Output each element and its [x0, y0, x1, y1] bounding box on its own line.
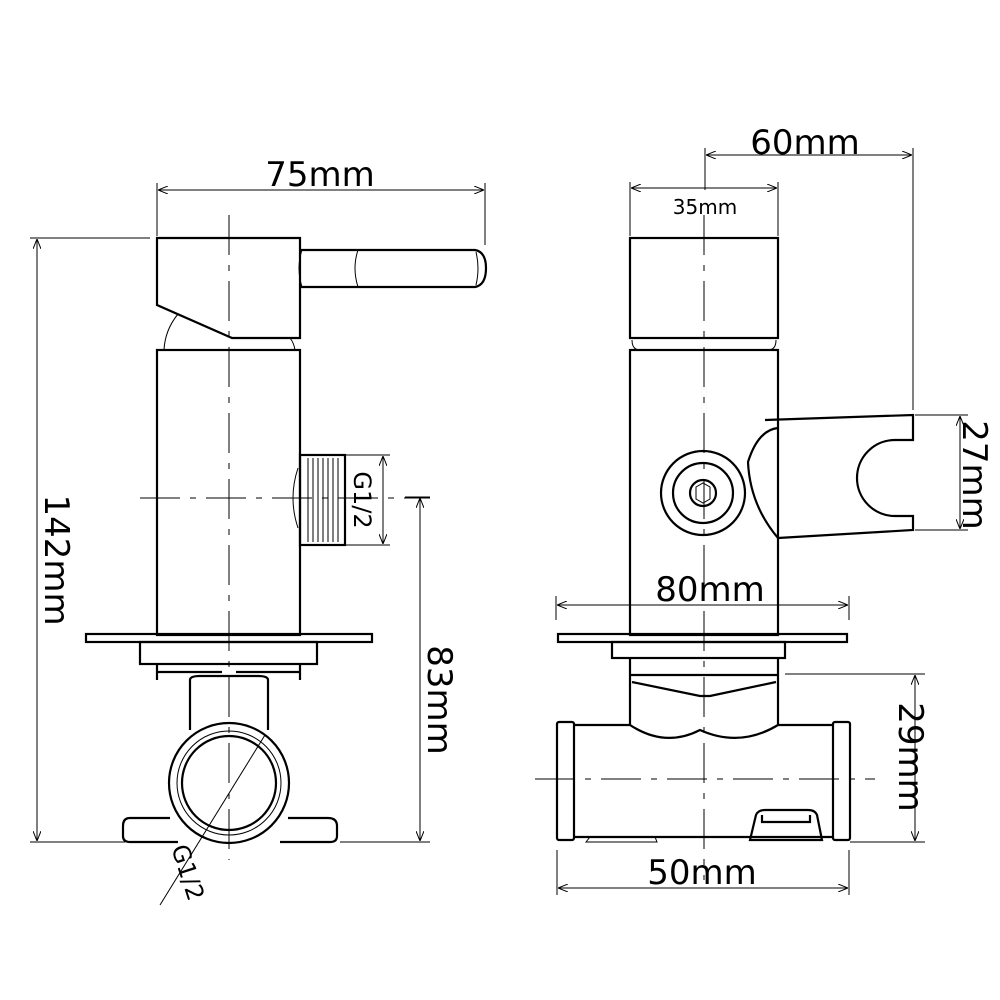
width-label: 75mm [265, 155, 375, 195]
lever-detail [298, 249, 479, 288]
handle-label: 35mm [673, 195, 737, 219]
pipe-body [555, 720, 852, 843]
neck-arc [163, 313, 296, 351]
connector [155, 664, 302, 680]
inlet-leader [159, 734, 266, 906]
outlet-thread [292, 453, 347, 547]
knob-icon [659, 449, 747, 537]
depth-label: 60mm [750, 123, 860, 163]
inlet-inner [180, 734, 278, 832]
plate-flange [610, 640, 787, 660]
handle-lever [300, 248, 488, 289]
right-view: 60mm 35mm 27mm 80mm 29mm 50mm [535, 123, 994, 895]
height-label: 142mm [36, 494, 76, 625]
handshower-holder [746, 413, 915, 540]
neck-saddle [629, 724, 779, 739]
valve-neck [628, 658, 780, 725]
handle-head [155, 236, 302, 340]
outlet-height-label: 83mm [419, 645, 459, 755]
plate-flange [138, 640, 319, 666]
inlet-neck [188, 674, 270, 730]
inlet-outer [167, 721, 291, 845]
plate-label: 80mm [655, 570, 765, 610]
body-label: 29mm [890, 702, 930, 812]
outlet-thread-label: G1/2 [348, 471, 376, 528]
holder-label: 27mm [954, 420, 994, 530]
pipe-label: 50mm [647, 853, 757, 893]
handle-head [628, 236, 780, 340]
foot-right [280, 816, 339, 844]
left-view: G1/2 G1/2 75mm 142mm 83mm [30, 155, 488, 906]
inlet-thread-label: G1/2 [165, 841, 209, 904]
foot-left [121, 816, 178, 844]
